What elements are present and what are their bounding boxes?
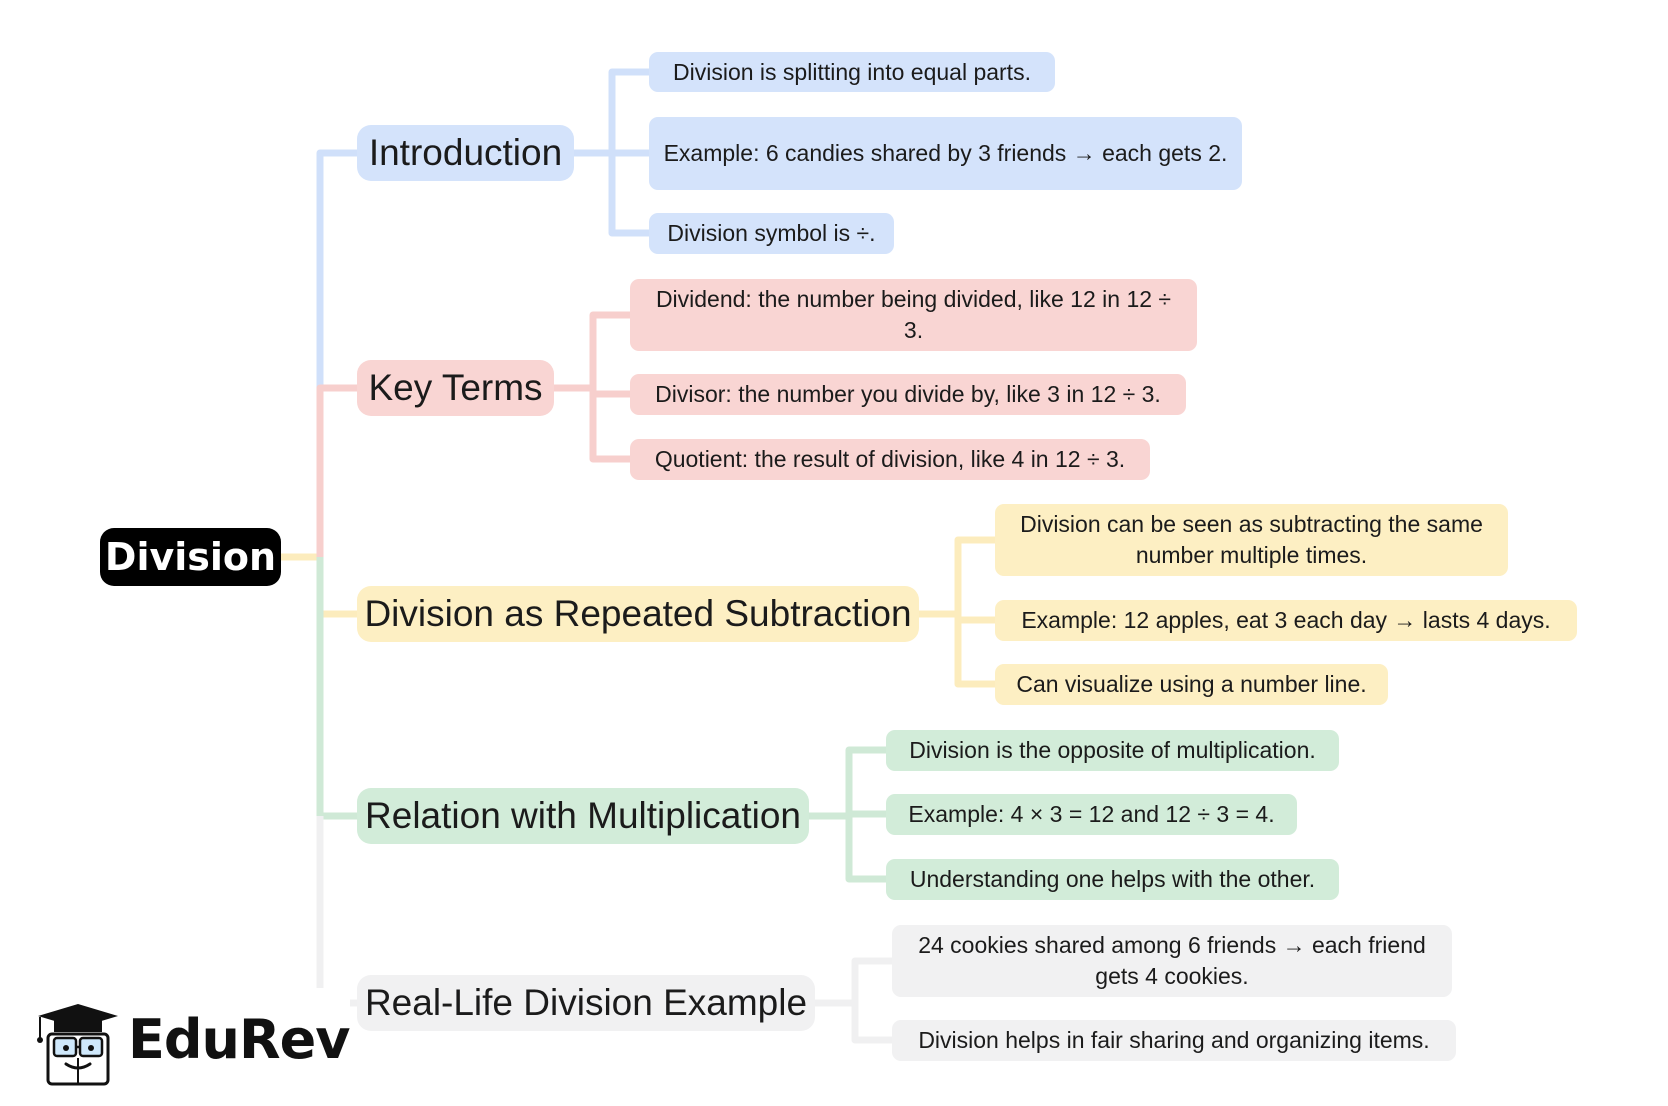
logo-text: EduRev bbox=[128, 1008, 350, 1071]
connector-relation-multiplication-leaf-2 bbox=[845, 810, 886, 818]
connector-key-terms-leaf-2 bbox=[589, 388, 630, 398]
leaf-introduction-1: Division is splitting into equal parts. bbox=[649, 52, 1055, 92]
branch-repeated-subtraction: Division as Repeated Subtraction bbox=[357, 586, 919, 642]
leaf-key-terms-2: Divisor: the number you divide by, like … bbox=[630, 374, 1186, 415]
leaf-real-life-example-1: 24 cookies shared among 6 friends → each… bbox=[892, 925, 1452, 997]
connector-introduction-leaf-1 bbox=[608, 68, 649, 153]
connector-relation-multiplication-leaf-3 bbox=[845, 816, 886, 883]
branch-key-terms: Key Terms bbox=[357, 360, 554, 416]
connector-repeated-subtraction bbox=[316, 557, 357, 618]
leaf-introduction-2: Example: 6 candies shared by 3 friends →… bbox=[649, 117, 1242, 190]
connector-key-terms bbox=[316, 384, 357, 557]
connector-real-life-example-leaf-1 bbox=[851, 957, 892, 1003]
leaf-relation-multiplication-1: Division is the opposite of multiplicati… bbox=[886, 730, 1339, 771]
connector-key-terms-leaf-1 bbox=[589, 311, 630, 388]
connector-key-terms-leaf-3 bbox=[589, 388, 630, 463]
leaf-real-life-example-2: Division helps in fair sharing and organ… bbox=[892, 1020, 1456, 1061]
branch-relation-multiplication: Relation with Multiplication bbox=[357, 788, 809, 844]
edurev-logo: EduRev bbox=[30, 998, 350, 1088]
connector-relation-multiplication-leaf-1 bbox=[845, 746, 886, 816]
root-node: Division bbox=[100, 528, 281, 586]
connector-introduction-leaf-3 bbox=[608, 153, 649, 237]
connector-relation-multiplication bbox=[316, 557, 357, 820]
leaf-repeated-subtraction-1: Division can be seen as subtracting the … bbox=[995, 504, 1508, 576]
branch-real-life-example: Real-Life Division Example bbox=[357, 975, 815, 1031]
connector-real-life-example-leaf-2 bbox=[851, 1003, 892, 1044]
leaf-key-terms-1: Dividend: the number being divided, like… bbox=[630, 279, 1197, 351]
leaf-introduction-3: Division symbol is ÷. bbox=[649, 213, 894, 254]
leaf-key-terms-3: Quotient: the result of division, like 4… bbox=[630, 439, 1150, 480]
branch-introduction: Introduction bbox=[357, 125, 574, 181]
connector-introduction bbox=[316, 149, 357, 557]
connector-repeated-subtraction-leaf-2 bbox=[954, 614, 995, 624]
leaf-repeated-subtraction-2: Example: 12 apples, eat 3 each day → las… bbox=[995, 600, 1577, 641]
graduation-cap-book-icon bbox=[37, 1004, 118, 1086]
leaf-relation-multiplication-3: Understanding one helps with the other. bbox=[886, 859, 1339, 900]
leaf-relation-multiplication-2: Example: 4 × 3 = 12 and 12 ÷ 3 = 4. bbox=[886, 794, 1297, 835]
leaf-repeated-subtraction-3: Can visualize using a number line. bbox=[995, 664, 1388, 705]
connector-repeated-subtraction-leaf-3 bbox=[954, 614, 995, 688]
connector-repeated-subtraction-leaf-1 bbox=[954, 536, 995, 614]
